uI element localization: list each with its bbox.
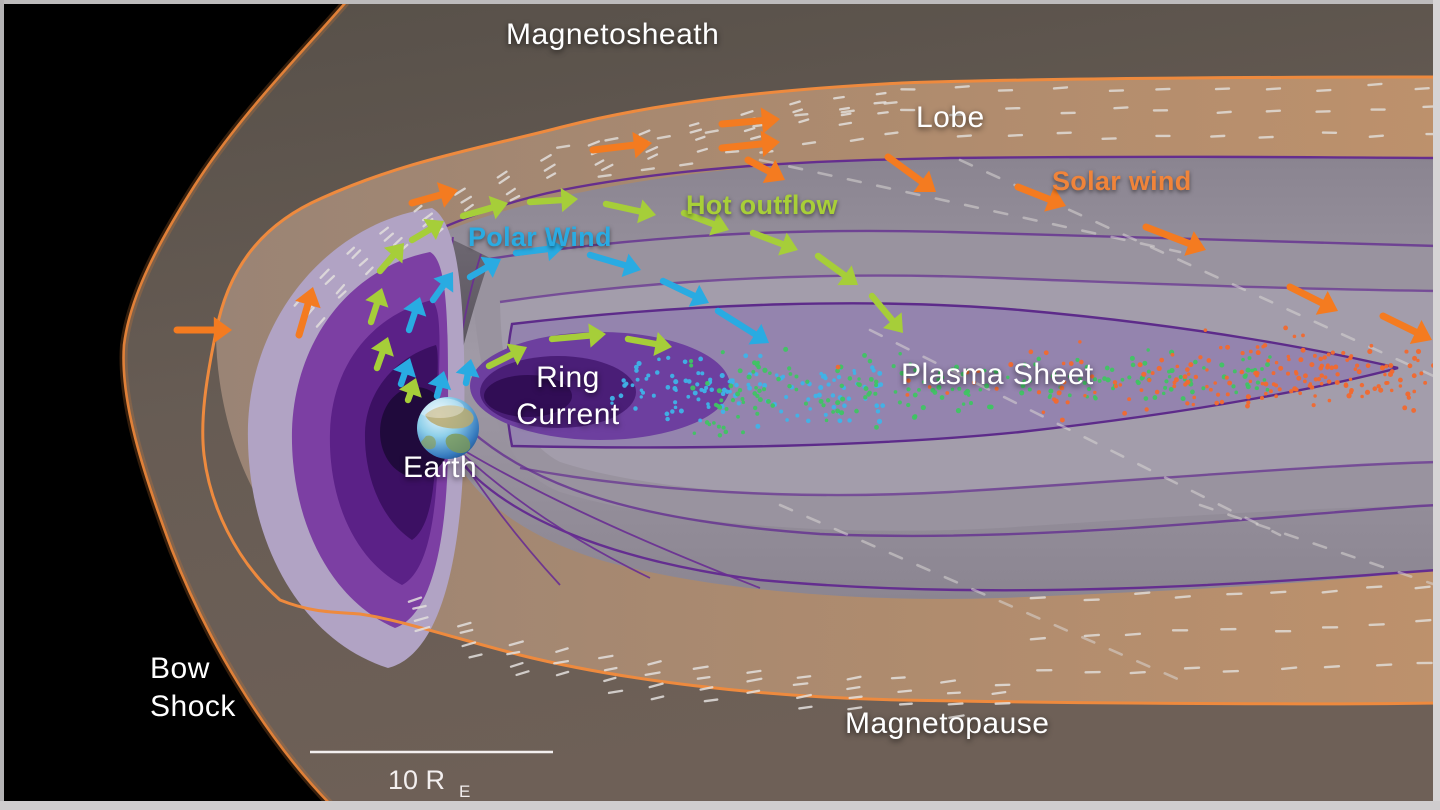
magnetopause-line-bottom [201, 331, 1438, 706]
label-lobe: Lobe [916, 101, 985, 134]
label-bow-shock-2: Shock [150, 690, 236, 723]
label-bow-shock-1: Bow [150, 652, 210, 685]
label-ring-current-1: Ring [536, 361, 600, 394]
label-polar-wind: Polar Wind [468, 222, 612, 252]
label-plasma-sheet: Plasma Sheet [901, 358, 1094, 391]
hatch-marks [293, 82, 1440, 719]
tail-field-lines [311, 155, 1438, 592]
scale-bar-value: 10 R [388, 765, 445, 795]
label-magnetosheath: Magnetosheath [506, 18, 719, 51]
magnetopause-line [214, 75, 1438, 333]
plasma-particles [609, 325, 1436, 438]
label-earth: Earth [403, 451, 477, 484]
flow-arrows [173, 107, 1432, 404]
label-hot-outflow: Hot outflow [686, 190, 838, 220]
label-solar-wind: Solar wind [1052, 166, 1192, 196]
label-ring-current-2: Current [516, 398, 620, 431]
scale-bar-subscript: E [459, 782, 470, 801]
scale-bar: 10 R E [310, 750, 553, 801]
solar-wind-streamlines [758, 158, 1440, 682]
label-magnetopause: Magnetopause [845, 707, 1050, 740]
earth-globe [417, 397, 479, 459]
plasma-sheet-region [504, 302, 1399, 449]
ring-current-core-dark [484, 375, 572, 417]
bow-shock-line-core [122, 1, 347, 807]
